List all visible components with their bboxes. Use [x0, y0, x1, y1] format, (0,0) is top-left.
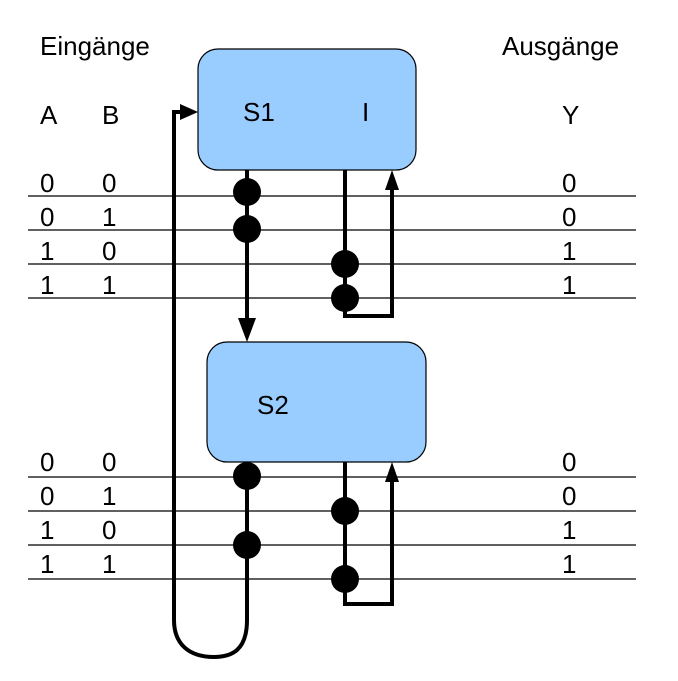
- s2-to-s1-loop: [172, 110, 249, 660]
- t1-r3-b: 0: [102, 236, 117, 266]
- state-box-s2: [206, 341, 427, 463]
- t2-r3-b: 0: [102, 515, 117, 545]
- t1-r3-y: 1: [562, 236, 577, 266]
- i-label: I: [362, 97, 370, 127]
- t1-r3-a: 1: [40, 236, 55, 266]
- s2-self-loop-arrowhead: [385, 462, 399, 482]
- s1-to-s2-arrowhead: [238, 318, 256, 342]
- state-box-s1: [197, 48, 417, 171]
- dot-s2-row1: [233, 462, 261, 490]
- dot-s2-row3: [233, 531, 261, 559]
- column-b-header: B: [102, 100, 120, 130]
- inputs-header: Eingänge: [40, 31, 150, 61]
- t1-r2-y: 0: [562, 202, 577, 232]
- s1-label: S1: [243, 97, 275, 127]
- t2-r2-b: 1: [102, 481, 117, 511]
- t1-r1-y: 0: [562, 168, 577, 198]
- t2-r1-y: 0: [562, 447, 577, 477]
- t2-r2-y: 0: [562, 481, 577, 511]
- dot-s1-row3: [331, 250, 359, 278]
- t2-r4-b: 1: [102, 549, 117, 579]
- t1-r2-a: 0: [40, 202, 55, 232]
- t1-r4-y: 1: [562, 270, 577, 300]
- dot-s1-row2: [233, 215, 261, 243]
- t2-r3-a: 1: [40, 515, 55, 545]
- dot-s2-row2: [331, 497, 359, 525]
- table1-lines: [28, 195, 636, 299]
- t2-r1-b: 0: [102, 447, 117, 477]
- t2-r3-y: 1: [562, 515, 577, 545]
- s2-to-s1-arrowhead: [180, 104, 198, 120]
- s2-self-loop: [343, 462, 394, 606]
- dot-s2-row4: [331, 565, 359, 593]
- t1-r4-a: 1: [40, 270, 55, 300]
- t2-r2-a: 0: [40, 481, 55, 511]
- t2-r1-a: 0: [40, 447, 55, 477]
- t1-r1-a: 0: [40, 168, 55, 198]
- dot-s1-row1: [233, 178, 261, 206]
- t1-r1-b: 0: [102, 168, 117, 198]
- dot-s1-row4: [331, 284, 359, 312]
- t1-r4-b: 1: [102, 270, 117, 300]
- column-y-header: Y: [562, 100, 580, 130]
- t2-r4-a: 1: [40, 549, 55, 579]
- column-a-header: A: [40, 100, 58, 130]
- table2-lines: [28, 476, 636, 580]
- s1-self-loop-arrowhead: [385, 170, 399, 190]
- s1-self-loop: [343, 170, 394, 318]
- outputs-header: Ausgänge: [502, 31, 620, 61]
- t2-r4-y: 1: [562, 549, 577, 579]
- s2-label: S2: [257, 390, 289, 420]
- junction-dots: [233, 178, 359, 593]
- t1-r2-b: 1: [102, 202, 117, 232]
